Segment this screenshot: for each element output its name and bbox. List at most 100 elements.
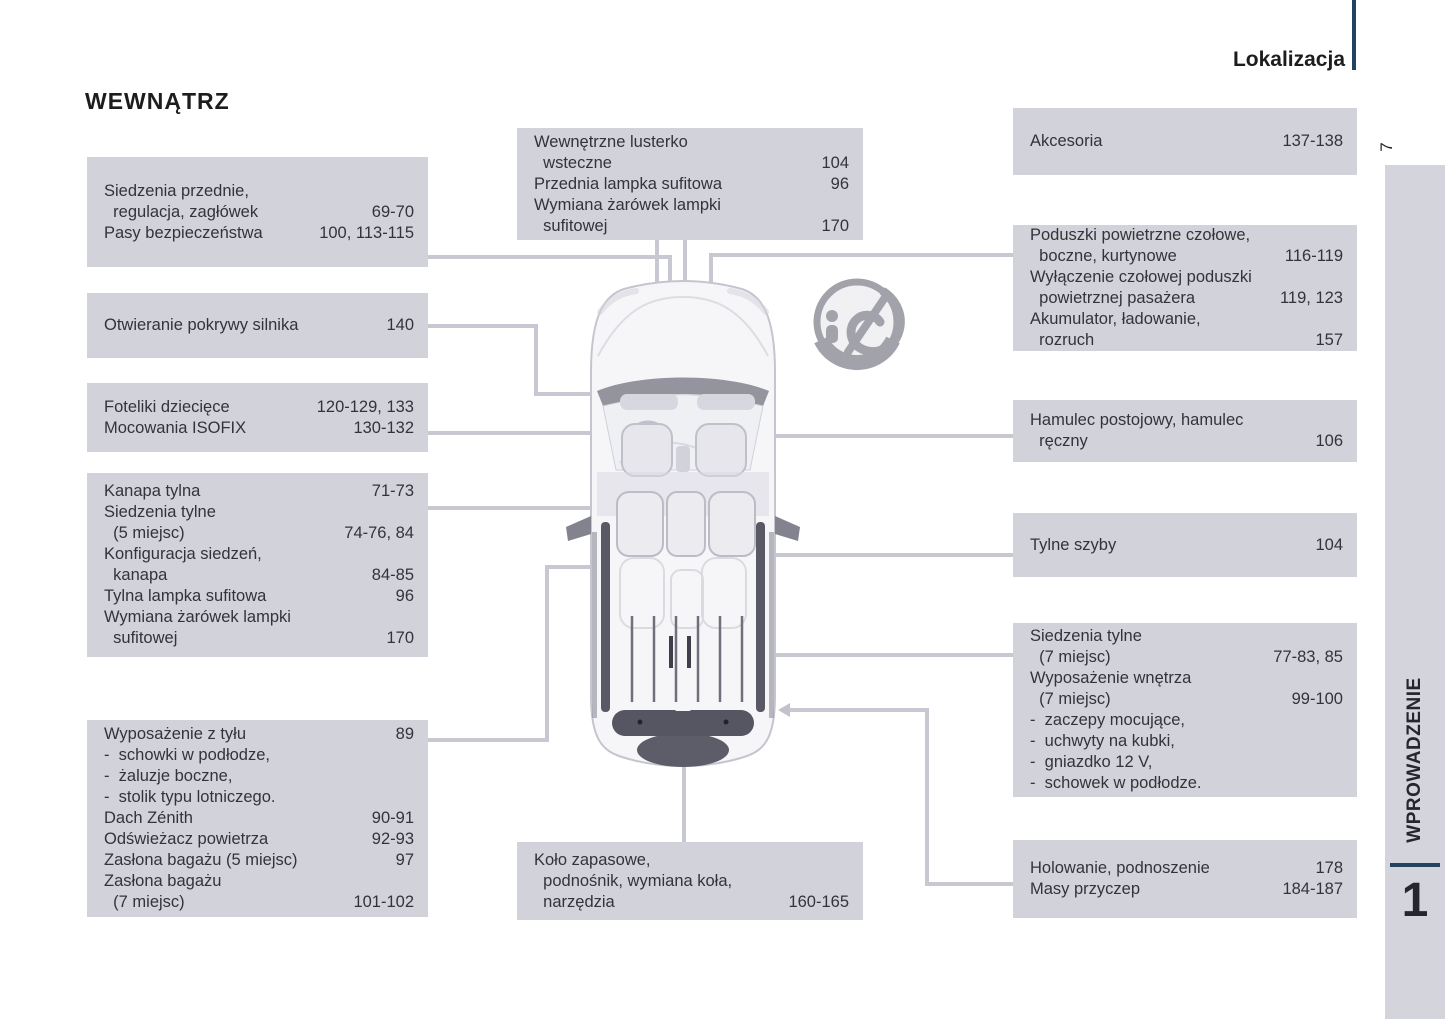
chapter-tab-label: WPROWADZENIE — [1404, 677, 1425, 843]
callout-row: Siedzenia tylne — [1030, 627, 1142, 645]
windshield-frame — [597, 377, 769, 406]
callout-row: Akumulator, ładowanie, — [1030, 310, 1201, 328]
callout-row: - schowki w podłodze, — [104, 746, 270, 764]
chapter-number: 1 — [1401, 874, 1429, 927]
jack-mark-left — [669, 636, 673, 668]
callout-row: podnośnik, wymiana koła, — [534, 871, 733, 890]
callout-row: Siedzenia tylne — [104, 503, 216, 521]
callout-row: Wyłączenie czołowej poduszki — [1030, 268, 1252, 286]
bumper-notch — [675, 706, 691, 711]
child-body — [826, 325, 838, 343]
callout-row: Wymiana żarówek lampki — [534, 195, 721, 214]
center-console — [676, 446, 690, 472]
callout-row: Koło zapasowe, — [534, 850, 651, 869]
callout-spare-wheel: Koło zapasowe, podnośnik, wymiana koła, … — [517, 842, 863, 920]
callout-row: - gniazdko 12 V, — [1030, 753, 1153, 771]
section-accent-bar — [1352, 0, 1356, 70]
rear-bumper — [612, 710, 754, 736]
callout-row: (7 miejsc)77-83, 85 — [1030, 648, 1343, 666]
front-seat-right — [695, 423, 747, 477]
callout-row: Wyposażenie wnętrza — [1030, 669, 1192, 687]
section-label: Lokalizacja — [1232, 48, 1345, 71]
callout-row: - żaluzje boczne, — [104, 767, 233, 785]
page-number: 7 — [1377, 142, 1396, 152]
bumper-dot-left — [637, 719, 643, 725]
callout-row: Poduszki powietrzne czołowe, — [1030, 226, 1251, 244]
callout-row: (7 miejsc)99-100 — [1030, 690, 1343, 708]
page-title: WEWNĄTRZ — [85, 88, 230, 114]
jack-mark-right — [687, 636, 691, 668]
sun-visor-left — [620, 394, 678, 410]
side-edge-right — [769, 532, 774, 718]
callout-row: Konfiguracja siedzeń, — [104, 545, 262, 563]
side-rail-left — [601, 522, 610, 712]
front-seat-left — [621, 423, 673, 477]
third-row-seats — [619, 557, 747, 629]
arrow-left-towing — [778, 703, 790, 717]
mirror-left — [566, 516, 591, 541]
callout-airbags-battery: Poduszki powietrzne czołowe, boczne, kur… — [1013, 225, 1357, 351]
airbag-swoosh — [846, 287, 905, 356]
connector-towing — [790, 708, 1013, 886]
spare-wheel-bulge — [637, 733, 729, 767]
callout-row: (5 miejsc)74-76, 84 — [104, 524, 414, 542]
callout-row: - zaczepy mocujące, — [1030, 711, 1185, 729]
callout-row: - schowek w podłodze. — [1030, 774, 1202, 792]
bumper-dot-right — [723, 719, 729, 725]
headlight-left — [597, 288, 639, 315]
side-edge-left — [592, 532, 597, 718]
mirror-right — [775, 516, 800, 541]
side-rail-right — [756, 522, 765, 712]
callout-row: Siedzenia przednie, — [104, 181, 249, 200]
child-head — [826, 310, 838, 322]
callout-row: - uchwyty na kubki, — [1030, 732, 1175, 750]
chapter-tab: WPROWADZENIE 1 — [1385, 165, 1445, 1019]
chapter-tab-rule — [1390, 863, 1440, 867]
callout-row: Zasłona bagażu — [104, 872, 222, 890]
callout-row: Zasłona bagażu (5 miejsc)97 — [104, 851, 414, 869]
airbag-child-seat-warning-icon — [813, 278, 905, 370]
callout-row: (7 miejsc)101-102 — [104, 893, 414, 911]
callout-rear-seats-7: Siedzenia tylne (7 miejsc)77-83, 85 Wypos… — [1013, 623, 1357, 797]
second-row-seats — [616, 491, 756, 557]
callout-row: - stolik typu lotniczego. — [104, 788, 276, 806]
callout-row: Wymiana żarówek lampki — [104, 608, 291, 626]
van-top-view — [566, 279, 800, 768]
connector-hood — [428, 324, 612, 396]
callout-row: Hamulec postojowy, hamulec — [1030, 411, 1244, 429]
hood-line — [597, 295, 769, 357]
sun-visor-right — [697, 394, 755, 410]
